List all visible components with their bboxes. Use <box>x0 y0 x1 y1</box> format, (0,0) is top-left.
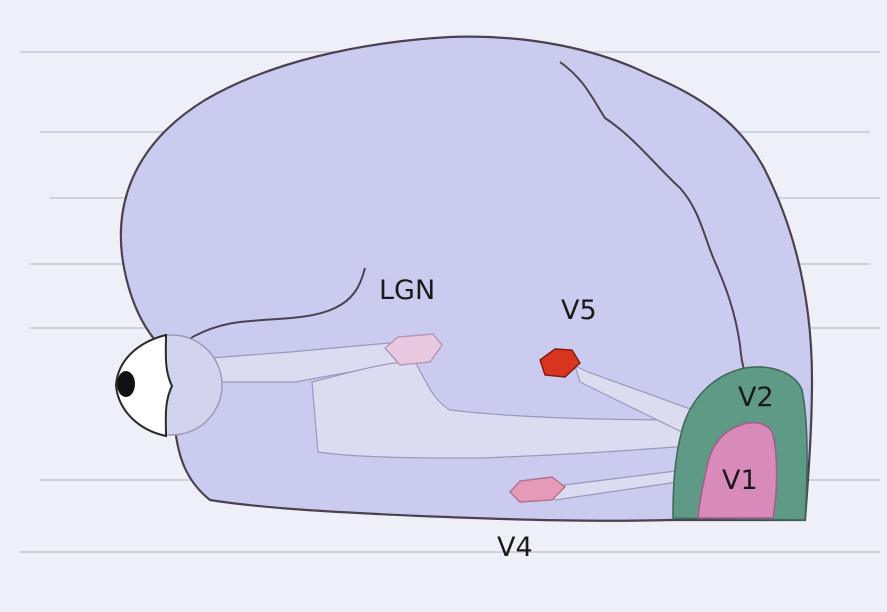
v2-label: V2 <box>738 382 774 413</box>
v1-label: V1 <box>722 465 758 496</box>
v4-label: V4 <box>497 532 533 563</box>
v5-label: V5 <box>561 295 597 326</box>
lgn-label: LGN <box>379 275 435 306</box>
pupil-icon <box>117 371 135 397</box>
